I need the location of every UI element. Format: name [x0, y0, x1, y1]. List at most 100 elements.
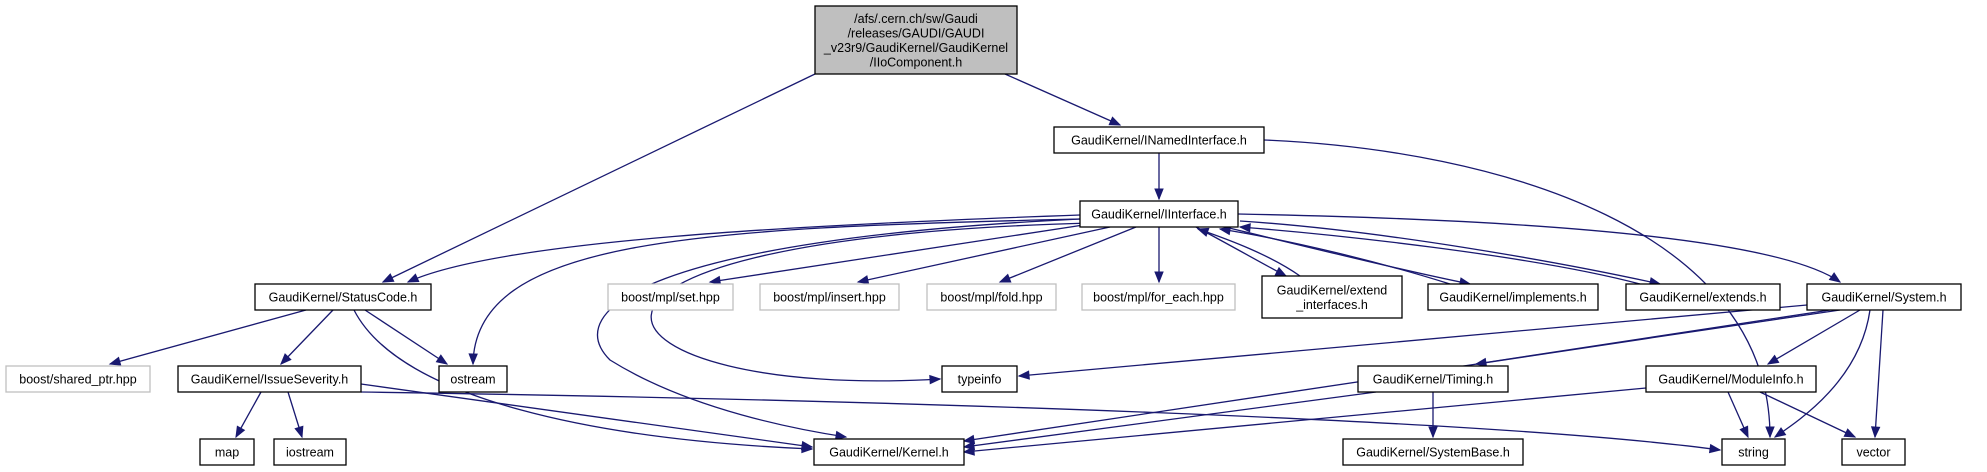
edge-root-to-statuscode [381, 73, 816, 283]
node-box [254, 283, 432, 311]
node-label: GaudiKernel/implements.h [1439, 291, 1586, 305]
node-box [814, 5, 1018, 75]
node-box [1645, 365, 1817, 393]
edge-inamed-to-string [1263, 139, 1775, 439]
node-ostream[interactable]: ostream [438, 365, 508, 393]
edge-statuscode-to-ostream [364, 309, 449, 365]
edge-system-to-typeinfo [1017, 304, 1808, 380]
edge-issue-to-string [360, 391, 1722, 454]
node-implements-h[interactable]: GaudiKernel/implements.h [1427, 283, 1599, 311]
node-label: GaudiKernel/Timing.h [1373, 373, 1493, 387]
node-box [1806, 283, 1962, 311]
edge-iinterface-to-extend_if [1195, 226, 1288, 277]
graph-edges [108, 73, 1884, 456]
edge-iinterface-to-mpl_insert [856, 226, 1111, 285]
node-box [1357, 365, 1509, 393]
node-label: boost/shared_ptr.hpp [19, 373, 136, 387]
edge-iinterface-to-statuscode [406, 214, 1081, 283]
edge-statuscode-to-issue [280, 309, 334, 365]
node-box [1721, 438, 1786, 466]
node-boost-mpl-insert-hpp[interactable]: boost/mpl/insert.hpp [759, 283, 900, 311]
node-extend-interfaces-h[interactable]: GaudiKernel/extend_interfaces.h [1261, 275, 1403, 319]
node-label: _interfaces.h [1295, 298, 1368, 312]
node-system-h[interactable]: GaudiKernel/System.h [1806, 283, 1962, 311]
graph-nodes: /afs/.cern.ch/sw/Gaudi/releases/GAUDI/GA… [5, 5, 1962, 466]
edge-implements-to-iinterface [1218, 225, 1451, 285]
edge-moduleinfo-to-vector [1759, 391, 1857, 438]
node-timing-h[interactable]: GaudiKernel/Timing.h [1357, 365, 1509, 393]
node-label: GaudiKernel/StatusCode.h [269, 291, 418, 305]
node-label: ostream [450, 373, 495, 387]
node-boost-mpl-for-each-hpp[interactable]: boost/mpl/for_each.hpp [1081, 283, 1236, 311]
edge-timing-to-systembase [1428, 392, 1438, 439]
edge-iinterface-to-mpl_set [708, 223, 1091, 286]
edge-issue-to-iostream [287, 391, 304, 439]
node-vector[interactable]: vector [1841, 438, 1906, 466]
node-label: boost/mpl/fold.hpp [940, 291, 1042, 305]
edge-issue-to-kernel [360, 383, 814, 451]
node-label: _v23r9/GaudiKernel/GaudiKernel [823, 41, 1008, 55]
node-iostream[interactable]: iostream [273, 438, 347, 466]
node-box [1841, 438, 1906, 466]
node-box [1081, 283, 1236, 311]
node-extends-h[interactable]: GaudiKernel/extends.h [1625, 283, 1781, 311]
node-statuscode-h[interactable]: GaudiKernel/StatusCode.h [254, 283, 432, 311]
edge-statuscode-to-shared_ptr [108, 309, 307, 366]
node-box [926, 283, 1057, 311]
node-box [1079, 200, 1239, 228]
node-issueseverity-h[interactable]: GaudiKernel/IssueSeverity.h [177, 365, 362, 393]
edge-statuscode-to-kernel [353, 309, 814, 454]
node-label: GaudiKernel/IInterface.h [1091, 208, 1227, 222]
edge-system-to-kernel [962, 309, 1841, 445]
node-label: GaudiKernel/INamedInterface.h [1071, 134, 1247, 148]
edge-system-to-string [1773, 309, 1871, 438]
node-boost-mpl-fold-hpp[interactable]: boost/mpl/fold.hpp [926, 283, 1057, 311]
edge-iinterface-to-typeinfo [650, 222, 1091, 385]
node-label: boost/mpl/insert.hpp [773, 291, 886, 305]
node-box [273, 438, 347, 466]
node-box [1427, 283, 1599, 311]
node-label: boost/mpl/set.hpp [621, 291, 720, 305]
node-label: /releases/GAUDI/GAUDI [848, 26, 985, 40]
edge-system-to-moduleinfo [1766, 309, 1861, 365]
node-label: GaudiKernel/IssueSeverity.h [191, 373, 349, 387]
node-box [1053, 126, 1265, 154]
node-string[interactable]: string [1721, 438, 1786, 466]
node-typeinfo[interactable]: typeinfo [941, 365, 1018, 393]
edge-extend_if-to-iinterface [1196, 227, 1301, 277]
node-box [199, 438, 255, 466]
edge-moduleinfo-to-string [1727, 391, 1749, 439]
node-label: GaudiKernel/System.h [1821, 291, 1946, 305]
node-label: map [215, 446, 239, 460]
node-label: iostream [286, 446, 334, 460]
edge-system-to-vector [1870, 309, 1884, 439]
node-systembase-h[interactable]: GaudiKernel/SystemBase.h [1342, 438, 1524, 466]
node-box [813, 438, 965, 466]
edge-iinterface-to-ostream [468, 218, 1081, 366]
edge-issue-to-map [235, 391, 262, 439]
node-label: /IIoComponent.h [870, 55, 962, 69]
node-label: typeinfo [958, 373, 1002, 387]
node-label: GaudiKernel/extends.h [1639, 291, 1766, 305]
node-map[interactable]: map [199, 438, 255, 466]
node-box [759, 283, 900, 311]
edge-timing-to-kernel [962, 391, 1377, 451]
node-box [177, 365, 362, 393]
edge-iinterface-to-kernel [596, 218, 1081, 441]
node-box [1261, 275, 1403, 319]
node-kernel-h[interactable]: GaudiKernel/Kernel.h [813, 438, 965, 466]
node-moduleinfo-h[interactable]: GaudiKernel/ModuleInfo.h [1645, 365, 1817, 393]
node-label: vector [1856, 446, 1890, 460]
edge-iinterface-to-mpl_foreach [1154, 227, 1164, 284]
node-label: GaudiKernel/ModuleInfo.h [1658, 373, 1803, 387]
node-box [5, 365, 151, 393]
node-label: GaudiKernel/Kernel.h [829, 446, 949, 460]
node-boost-mpl-set-hpp[interactable]: boost/mpl/set.hpp [607, 283, 734, 311]
node-iiocomponent-h[interactable]: /afs/.cern.ch/sw/Gaudi/releases/GAUDI/GA… [814, 5, 1018, 75]
node-inamedinterface-h[interactable]: GaudiKernel/INamedInterface.h [1053, 126, 1265, 154]
node-label: string [1738, 446, 1769, 460]
node-iinterface-h[interactable]: GaudiKernel/IInterface.h [1079, 200, 1239, 228]
node-boost-shared-ptr-hpp[interactable]: boost/shared_ptr.hpp [5, 365, 151, 393]
node-box [607, 283, 734, 311]
node-label: /afs/.cern.ch/sw/Gaudi [854, 12, 978, 26]
